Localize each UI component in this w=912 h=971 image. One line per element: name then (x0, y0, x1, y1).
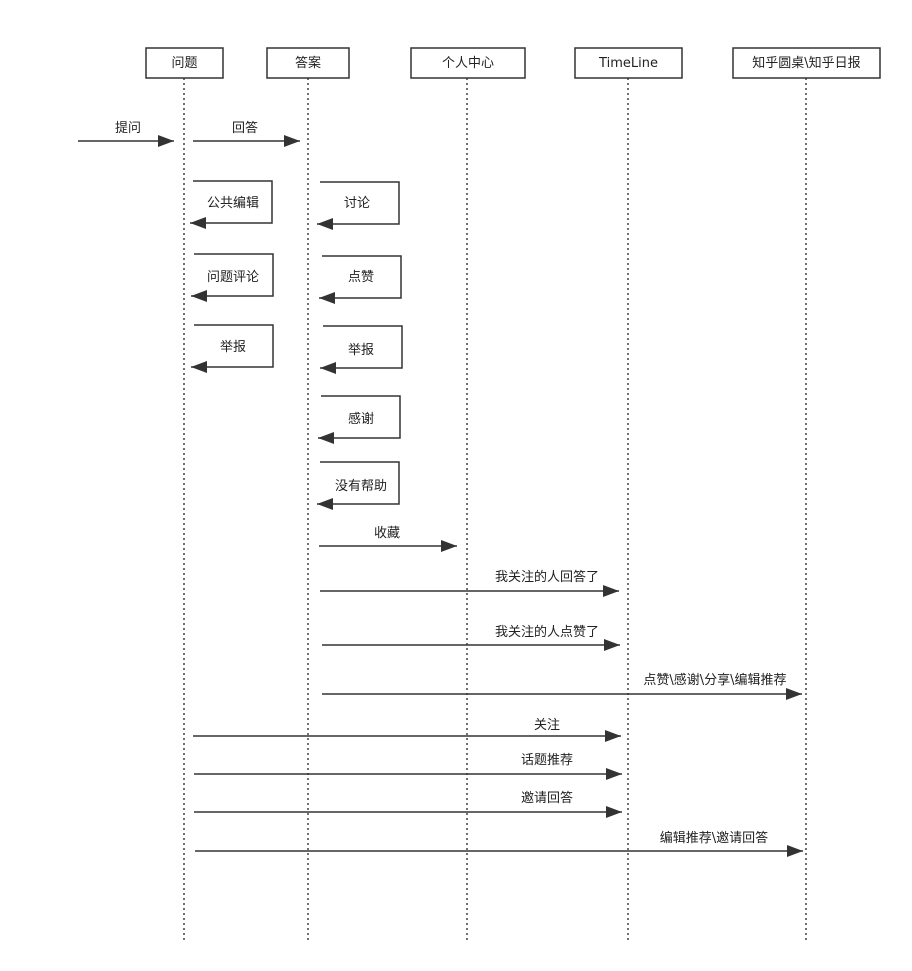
message-label: 点赞 (348, 270, 374, 285)
self-message-discuss: 讨论 (317, 181, 400, 230)
message-invite-answer: 邀请回答 (194, 790, 622, 818)
message-label: 公共编辑 (207, 196, 259, 211)
message-label: 问题评论 (207, 270, 259, 285)
self-message-thanks: 感谢 (318, 395, 401, 444)
self-message-question-comment: 问题评论 (191, 253, 274, 302)
self-message-not-helpful: 没有帮助 (317, 461, 400, 510)
message-answer: 回答 (193, 120, 300, 147)
self-message-like: 点赞 (319, 255, 402, 304)
participant-label: TimeLine (598, 56, 658, 71)
participant-label: 知乎圆桌\知乎日报 (752, 55, 860, 71)
message-label: 点赞\感谢\分享\编辑推荐 (643, 672, 786, 688)
message-label: 邀请回答 (521, 790, 573, 806)
message-label: 回答 (232, 120, 258, 136)
participant-profile: 个人中心 (410, 47, 526, 79)
message-label: 话题推荐 (521, 753, 573, 768)
message-followed-liked: 我关注的人点赞了 (322, 624, 620, 651)
participant-answer: 答案 (266, 47, 350, 79)
participant-timeline: TimeLine (574, 47, 683, 79)
self-message-public-edit: 公共编辑 (190, 180, 273, 229)
participant-label: 个人中心 (442, 56, 494, 71)
message-label: 收藏 (374, 526, 400, 541)
message-label: 没有帮助 (335, 479, 387, 494)
message-label: 举报 (348, 343, 374, 358)
message-to-roundtable: 点赞\感谢\分享\编辑推荐 (322, 672, 802, 700)
message-label: 举报 (220, 340, 246, 355)
message-label: 我关注的人回答了 (495, 569, 599, 585)
self-message-report-question: 举报 (191, 324, 274, 373)
message-label: 编辑推荐\邀请回答 (660, 830, 768, 846)
participant-label: 答案 (295, 55, 321, 71)
participant-roundtable: 知乎圆桌\知乎日报 (732, 47, 881, 79)
message-topic-recommend: 话题推荐 (194, 753, 622, 780)
message-followed-answered: 我关注的人回答了 (320, 569, 619, 597)
message-editor-recommend-invite: 编辑推荐\邀请回答 (195, 830, 803, 857)
message-label: 讨论 (344, 196, 370, 211)
message-label: 我关注的人点赞了 (495, 624, 599, 640)
participant-question: 问题 (145, 47, 224, 79)
message-label: 提问 (115, 120, 141, 136)
participant-label: 问题 (171, 56, 197, 71)
message-label: 感谢 (348, 411, 374, 427)
message-ask: 提问 (78, 120, 174, 147)
message-favorite: 收藏 (319, 526, 457, 552)
message-label: 关注 (534, 718, 560, 733)
self-message-report-answer: 举报 (320, 325, 403, 374)
message-follow: 关注 (193, 718, 621, 742)
